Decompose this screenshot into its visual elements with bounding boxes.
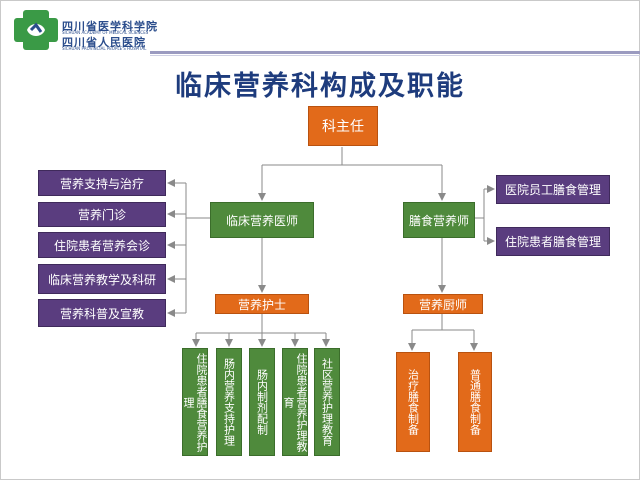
duty-science-education: 营养科普及宣教 — [38, 299, 166, 327]
clinical-physician-box: 临床营养医师 — [210, 202, 314, 238]
page-title: 临床营养科构成及职能 — [175, 71, 465, 102]
nutrition-chef-box: 营养厨师 — [403, 294, 483, 314]
duty-nutrition-support: 营养支持与治疗 — [38, 170, 166, 196]
duty-nutrition-clinic: 营养门诊 — [38, 202, 166, 227]
director-box: 科主任 — [308, 106, 378, 146]
duty-staff-meal-management: 医院员工膳食管理 — [496, 175, 610, 204]
duty-inpatient-nursing-education: 住院患者营养护理教育 — [282, 348, 308, 456]
duty-therapeutic-meal-prep: 治疗膳食制备 — [396, 352, 430, 452]
duty-community-nursing-education: 社区营养护理教育 — [314, 348, 340, 456]
hospital-logo-icon — [14, 10, 58, 50]
header-divider — [150, 51, 640, 54]
logo-academy-name: 四川省医学科学院 — [62, 20, 158, 33]
duty-enteral-preparation: 肠内制剂配制 — [249, 348, 275, 456]
header-divider-thin — [150, 55, 640, 56]
logo-hospital-name: 四川省人民医院 — [62, 36, 146, 49]
duty-inpatient-consultation: 住院患者营养会诊 — [38, 232, 166, 258]
logo-academy-english: SICHUAN ACADEMY OF MEDICAL SCIENCES — [62, 30, 149, 35]
duty-inpatient-meal-nursing: 住院患者膳食营养护理 — [182, 348, 208, 456]
logo-hospital-english: SICHUAN PROVINCIAL PEOPLE'S HOSPITAL — [62, 46, 147, 51]
duty-enteral-support-nursing: 肠内营养支持护理 — [216, 348, 242, 456]
nutrition-nurse-box: 营养护士 — [215, 294, 309, 314]
duty-inpatient-meal-management: 住院患者膳食管理 — [496, 227, 610, 256]
duty-regular-meal-prep: 普通膳食制备 — [458, 352, 492, 452]
duty-teaching-research: 临床营养教学及科研 — [38, 264, 166, 294]
header: 四川省医学科学院 SICHUAN ACADEMY OF MEDICAL SCIE… — [0, 0, 640, 58]
dietitian-box: 膳食营养师 — [403, 202, 475, 238]
